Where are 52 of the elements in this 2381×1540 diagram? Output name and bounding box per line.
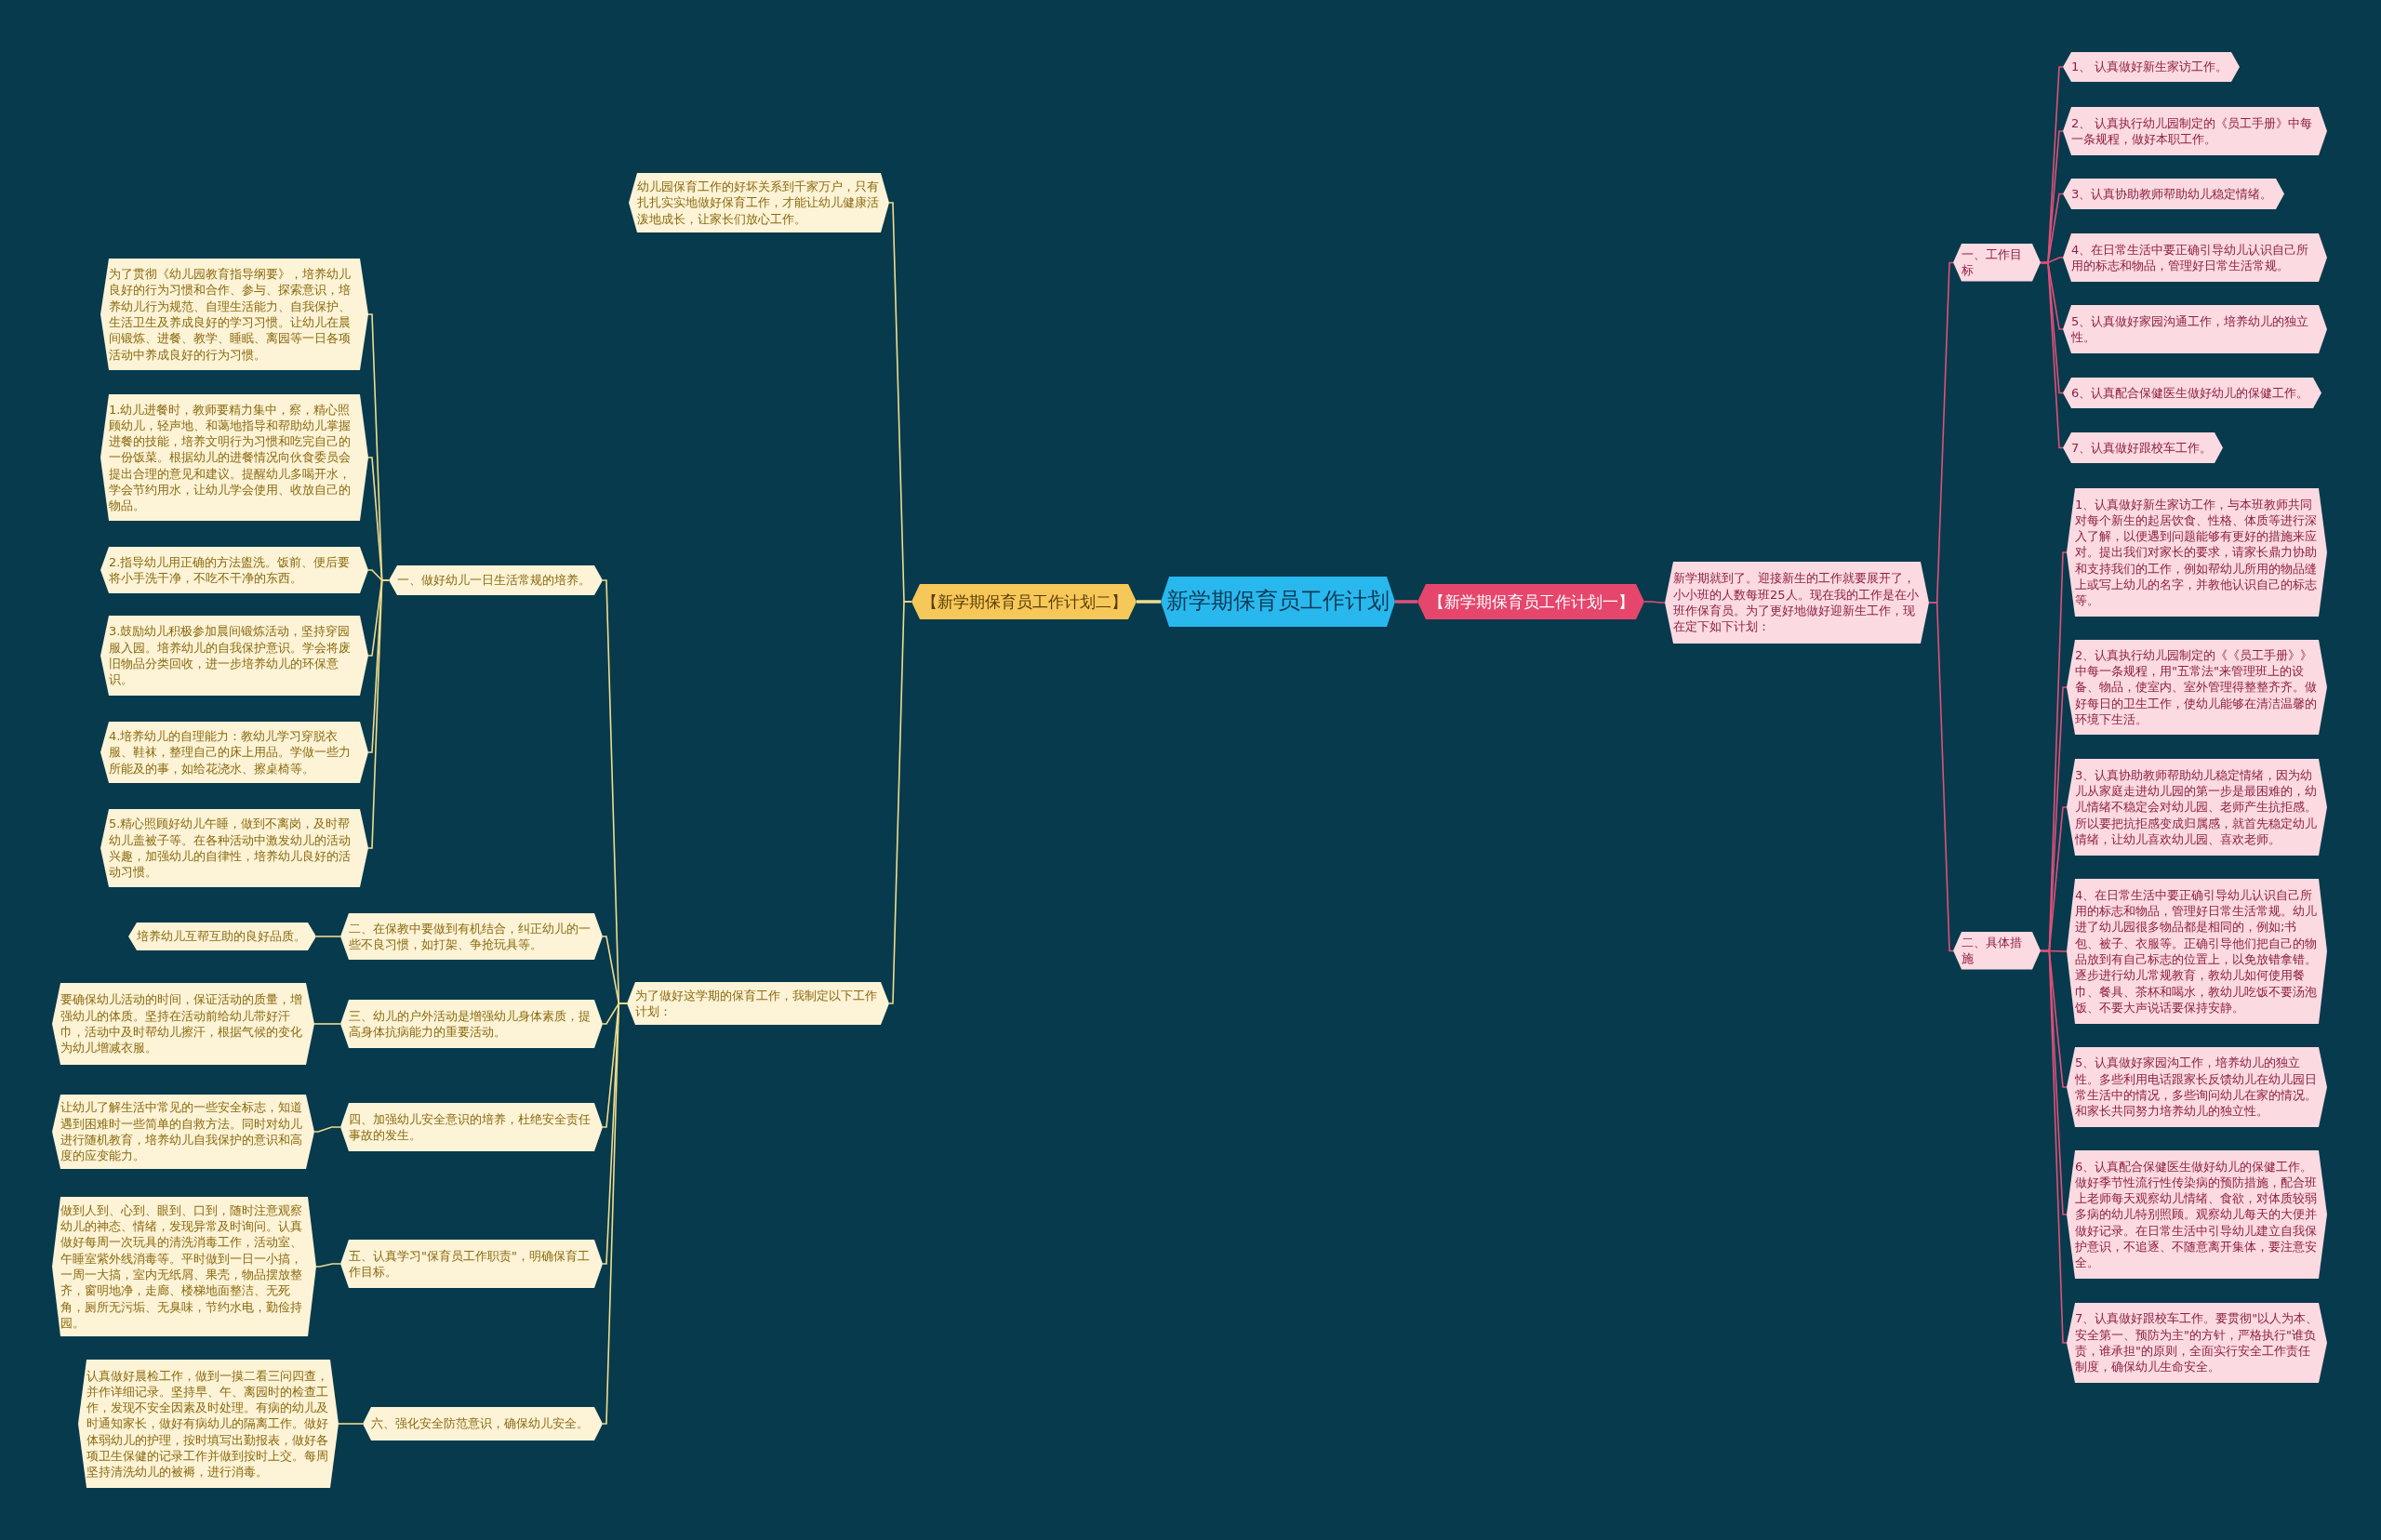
topic-box: 1、 认真做好新生家访工作。 bbox=[2063, 52, 2240, 82]
topic-box: 六、强化安全防范意识，确保幼儿安全。 bbox=[363, 1407, 603, 1440]
topic-box: 5.精心照顾好幼儿午睡，做到不离岗，及时帮幼儿盖被子等。在各种活动中激发幼儿的活动兴趣，加强幼儿的自律性，培养幼儿良好的活动习惯。 bbox=[100, 809, 368, 887]
topic-box: 5、认真做好家园沟通工作，培养幼儿的独立性。 bbox=[2063, 305, 2327, 353]
topic-box: 3、认真协助教师帮助幼儿稳定情绪，因为幼儿从家庭走进幼儿园的第一步是最困难的，幼儿情绪不稳定会对幼儿园、老师产生抗拒感。所以要把抗拒感变成归属感，就首先稳定幼儿情绪，让幼儿喜欢幼儿园、喜欢老师。 bbox=[2067, 759, 2327, 856]
topic-box: 要确保幼儿活动的时间，保证活动的质量，增强幼儿的体质。坚持在活动前给幼儿带好汗巾，活动中及时帮幼儿擦汗，根据气候的变化为幼儿增减衣服。 bbox=[52, 983, 314, 1065]
topic-box: 二、在保教中要做到有机结合，纠正幼儿的一些不良习惯，如打架、争抢玩具等。 bbox=[340, 913, 603, 960]
branch-topic: 【新学期保育员工作计划一】 bbox=[1417, 584, 1644, 619]
topic-box: 一、做好幼儿一日生活常规的培养。 bbox=[389, 565, 603, 595]
central-topic: 新学期保育员工作计划 bbox=[1161, 577, 1395, 627]
topic-box: 幼儿园保育工作的好坏关系到千家万户，只有扎扎实实地做好保育工作，才能让幼儿健康活泼地成长，让家长们放心工作。 bbox=[629, 173, 889, 232]
topic-box: 4、在日常生活中要正确引导幼儿认识自己所用的标志和物品，管理好日常生活常规。幼儿进了幼儿园很多物品都是相同的，例如;书包、被子、衣服等。正确引导他们把自己的物品放到有自己标志的位置上，以免放错拿错。逐步进行幼儿常规教育，教幼儿如何使用餐巾、餐具、茶杯和喝水，教幼儿吃饭不要汤泡饭、不要大声说话要保持安静。 bbox=[2067, 879, 2327, 1024]
connector-line bbox=[2040, 261, 2064, 449]
connector-line bbox=[313, 1126, 341, 1133]
topic-box: 7、认真做好跟校车工作。 bbox=[2063, 432, 2223, 463]
topic-box: 二、具体措施 bbox=[1953, 932, 2041, 970]
topic-box: 让幼儿了解生活中常见的一些安全标志，知道遇到困难时一些简单的自救方法。同时对幼儿进行随机教育，培养幼儿自我保护的意识和高度的应变能力。 bbox=[52, 1095, 314, 1169]
connector-line bbox=[315, 1263, 341, 1268]
connector-line bbox=[1137, 600, 1161, 604]
topic-box: 2、 认真执行幼儿园制定的《员工手册》中每一条规程，做好本职工作。 bbox=[2063, 107, 2327, 155]
connector-line bbox=[313, 1023, 341, 1025]
topic-box: 为了贯彻《幼儿园教育指导纲要》，培养幼儿良好的行为习惯和合作、参与、探索意识，培养幼儿行为规范、自理生活能力、自我保护、生活卫生及养成良好的学习习惯。让幼儿在晨间锻炼、进餐、教学、睡眠、离园等一日各项活动中养成良好的行为习惯。 bbox=[100, 259, 368, 370]
connector-line bbox=[338, 1423, 364, 1425]
topic-box: 为了做好这学期的保育工作，我制定以下工作计划： bbox=[627, 982, 889, 1025]
connector-line bbox=[367, 579, 390, 849]
topic-box: 五、认真学习"保育员工作职责"，明确保育工作目标。 bbox=[340, 1240, 603, 1288]
topic-box: 一、工作目标 bbox=[1953, 244, 2041, 282]
topic-box: 2.指导幼儿用正确的方法盥洗。饭前、便后要将小手洗干净，不吃不干净的东西。 bbox=[100, 547, 368, 593]
branch-topic: 【新学期保育员工作计划二】 bbox=[911, 584, 1137, 619]
topic-box: 四、加强幼儿安全意识的培养，杜绝安全责任事故的发生。 bbox=[340, 1103, 603, 1151]
topic-box: 5、认真做好家园沟工作，培养幼儿的独立性。多些利用电话跟家长反馈幼儿在幼儿园日常生活中的情况，多些询问幼儿在家的情况。和家长共同努力培养幼儿的独立性。 bbox=[2067, 1047, 2327, 1127]
topic-box: 认真做好晨检工作，做到一摸二看三问四查，并作详细记录。坚持早、午、离园时的检查工作，发现不安全因素及时处理。有病的幼儿及时通知家长，做好有病幼儿的隔离工作。做好体弱幼儿的护理，按时填写出勤报表，做好各项卫生保健的记录工作并做到按时上交。每周坚持清洗幼儿的被褥，进行消毒。 bbox=[78, 1360, 339, 1488]
topic-box: 6、认真配合保健医生做好幼儿的保健工作。做好季节性流行性传染病的预防措施，配合班上老师每天观察幼儿情绪、食欲，对体质较弱多病的幼儿特别照顾。观察幼儿每天的大便并做好记录。在日常生活中引导幼儿建立自我保护意识，不追逐、不随意离开集体，要注意安全。 bbox=[2067, 1150, 2327, 1279]
topic-box: 3.鼓励幼儿积极参加晨间锻炼活动，坚持穿园服入园。培养幼儿的自我保护意识。学会将废旧物品分类回收，进一步培养幼儿的环保意识。 bbox=[100, 616, 368, 696]
topic-box: 7、认真做好跟校车工作。要贯彻"以人为本、安全第一、预防为主"的方针，严格执行"谁负责，谁承担"的原则，全面实行安全工作责任制度，确保幼儿生命安全。 bbox=[2067, 1303, 2327, 1383]
topic-box: 6、认真配合保健医生做好幼儿的保健工作。 bbox=[2063, 378, 2321, 408]
connector-line bbox=[1395, 600, 1417, 604]
topic-box: 做到人到、心到、眼到、口到，随时注意观察幼儿的神态、情绪，发现异常及时询问。认真做好每周一次玩具的清洗消毒工作，活动室、午睡室紫外线消毒等。平时做到一日一小搞，一周一大搞，室内无纸屑、果壳，物品摆放整齐，窗明地净，走廊、楼梯地面整洁、无死角，厕所无污垢、无臭味，节约水电，勤俭持园。 bbox=[52, 1197, 316, 1336]
topic-box: 1、认真做好新生家访工作，与本班教师共同对每个新生的起居饮食、性格、体质等进行深入了解，以便遇到问题能够有更好的措施来应对。提出我们对家长的要求，请家长鼎力协助和支持我们的工作，例如帮幼儿所用的物品缝上或写上幼儿的名字，并教他认识自己的标志等。 bbox=[2067, 488, 2327, 617]
connector-line bbox=[888, 601, 912, 1004]
topic-box: 新学期就到了。迎接新生的工作就要展开了，小小班的人数每班25人。现在我的工作是在小班作保育员。为了更好地做好迎新生工作，现在定下如下计划： bbox=[1665, 562, 1929, 644]
topic-box: 培养幼儿互帮互助的良好品质。 bbox=[128, 923, 316, 950]
connector-line bbox=[1643, 601, 1666, 604]
topic-box: 4.培养幼儿的自理能力：教幼儿学习穿脱衣服、鞋袜，整理自己的床上用品。学做一些力所能及的事，如给花浇水、擦桌椅等。 bbox=[100, 722, 368, 783]
connector-line bbox=[2040, 949, 2068, 1344]
topic-box: 1.幼儿进餐时，教师要精力集中，察，精心照顾幼儿，轻声地、和蔼地指导和帮助幼儿掌握进餐的技能，培养文明行为习惯和吃完自己的一份饭菜。根据幼儿的进餐情况向伙食委员会提出合理的意见和建议。提醒幼儿多喝开水，学会节约用水，让幼儿学会使用、收放自己的物品。 bbox=[100, 394, 368, 521]
topic-box: 三、幼儿的户外活动是增强幼儿身体素质，提高身体抗病能力的重要活动。 bbox=[340, 1000, 603, 1048]
connector-line bbox=[315, 936, 341, 937]
topic-box: 3、认真协助教师帮助幼儿稳定情绪。 bbox=[2063, 179, 2284, 209]
connector-line bbox=[1928, 602, 1954, 952]
topic-box: 2、认真执行幼儿园制定的《《员工手册》》中每一条规程，用"五常法"来管理班上的设备、物品，使室内、室外管理得整整齐齐。做好每日的卫生工作，使幼儿能够在清洁温馨的环境下生活。 bbox=[2067, 640, 2327, 735]
topic-box: 4、在日常生活中要正确引导幼儿认识自己所用的标志和物品，管理好日常生活常规。 bbox=[2063, 233, 2327, 282]
